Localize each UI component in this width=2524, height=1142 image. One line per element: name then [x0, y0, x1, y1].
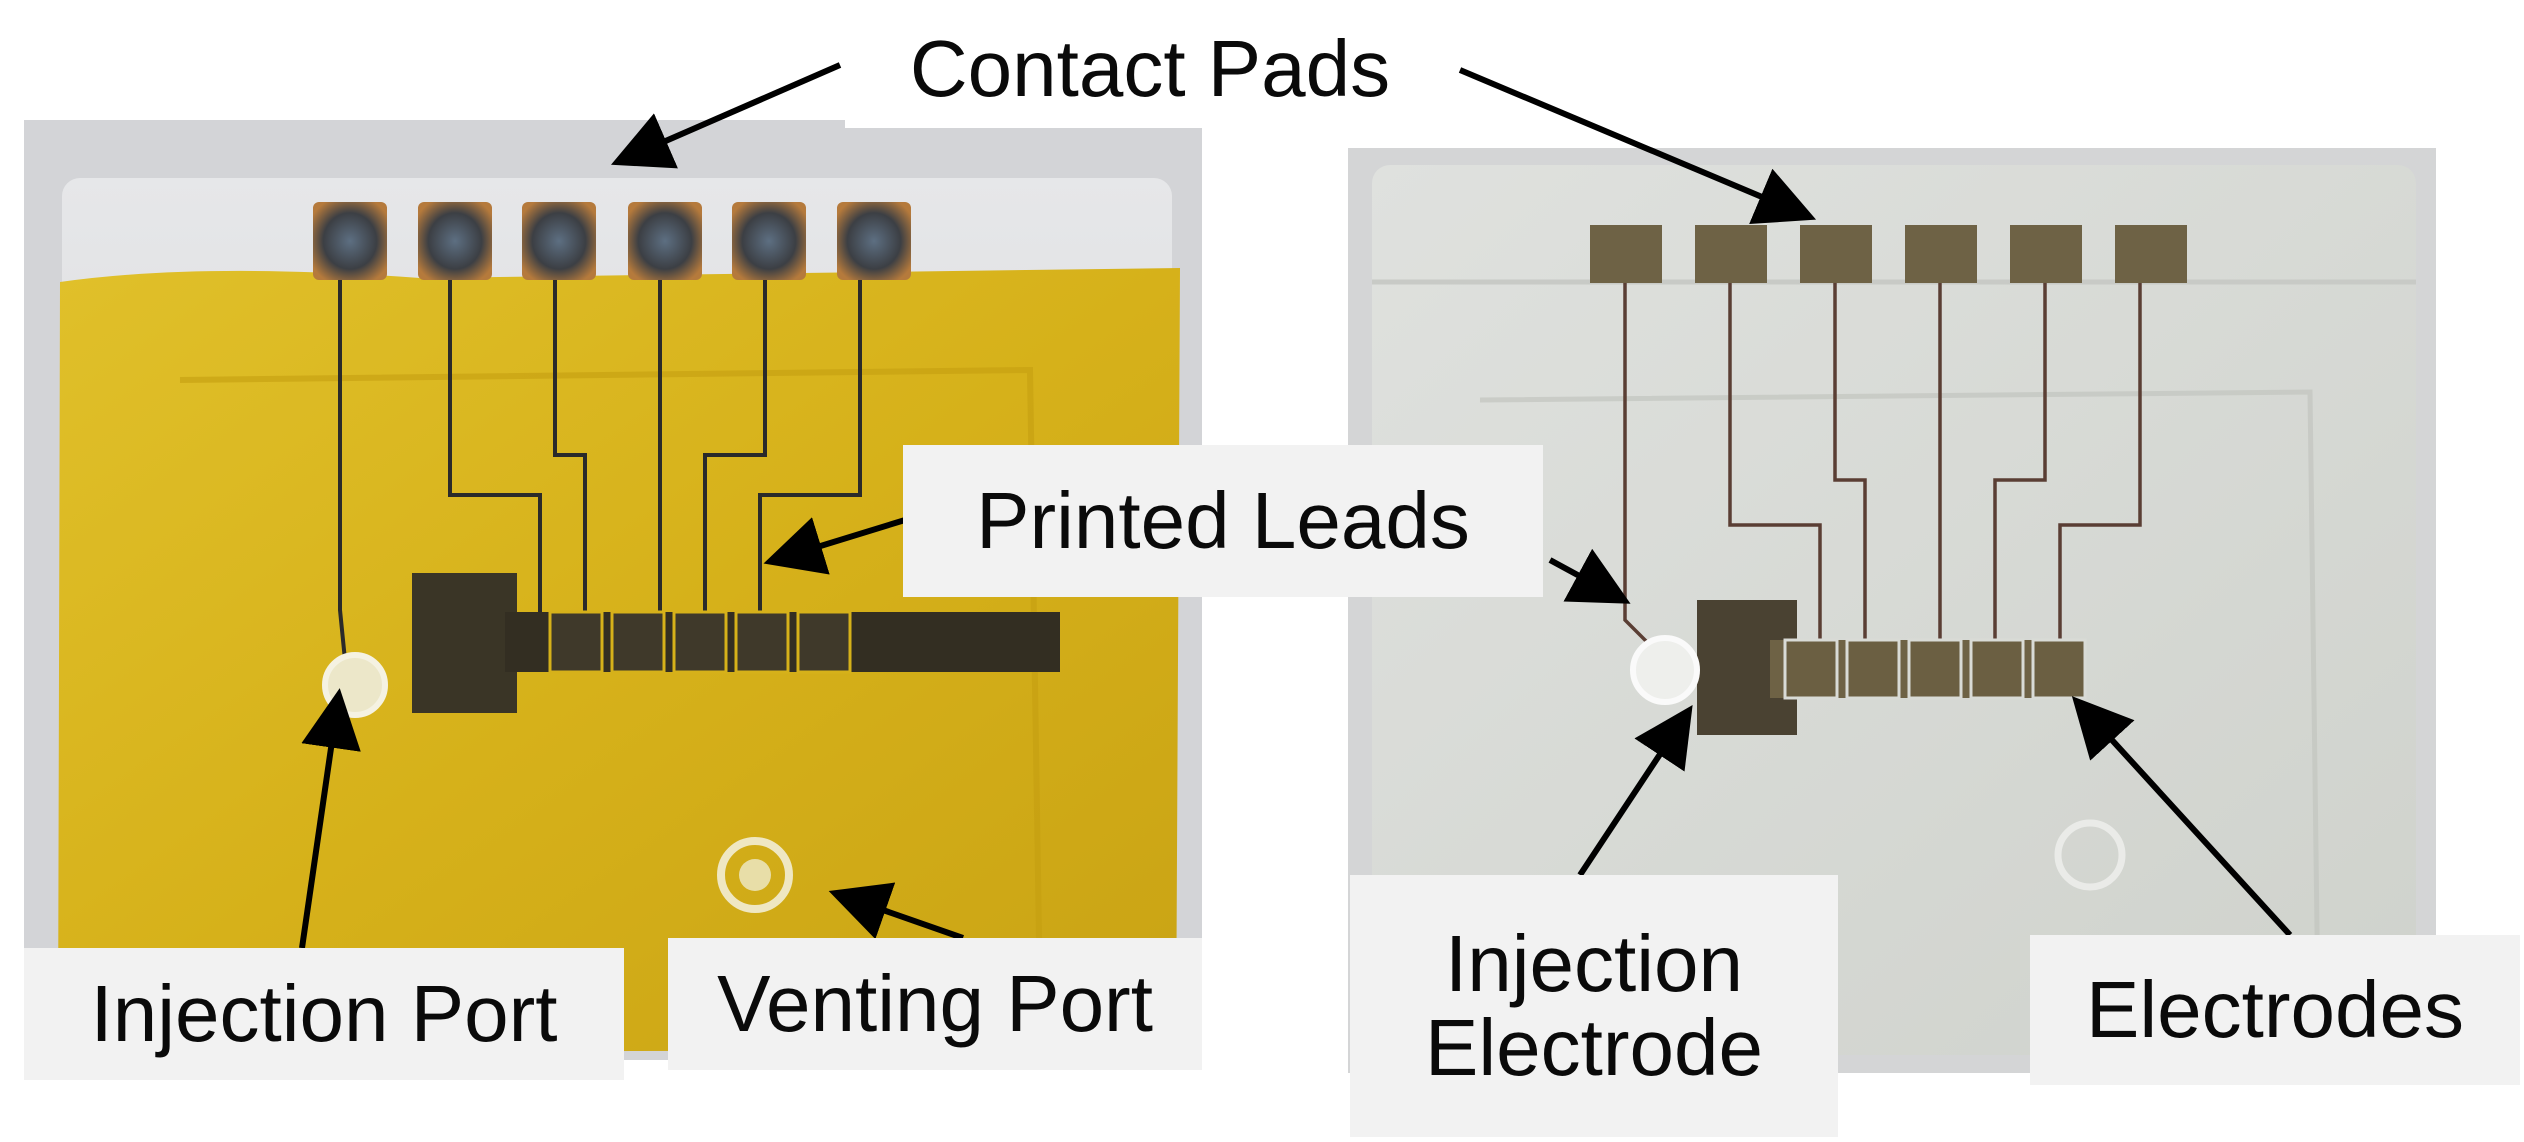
right-glass-substrate [1372, 165, 2416, 1055]
annotation-arrows [299, 62, 2293, 949]
right-contact-pad [2115, 225, 2187, 283]
label-injection-port: Injection Port [24, 948, 624, 1080]
arrow-electrodes [2071, 696, 2293, 938]
arrow-contact-pads-right [1458, 67, 1817, 225]
left-contact-pad [313, 202, 387, 280]
right-injection-port [1630, 635, 1700, 705]
left-injection-port [322, 652, 388, 718]
left-venting-port [717, 837, 793, 913]
right-electrode [1969, 638, 2025, 700]
left-lead [448, 280, 542, 612]
right-contact-pad [1695, 225, 1767, 283]
right-contact-pad [1905, 225, 1977, 283]
left-injection-electrode [412, 573, 517, 713]
left-contact-pad [418, 202, 492, 280]
arrow-venting-port [828, 882, 964, 941]
label-injection-port-text: Injection Port [90, 969, 558, 1058]
arrow-printed-leads-left [763, 517, 906, 575]
right-film-channel-edge [1479, 389, 2321, 1006]
right-contact-pad [2010, 225, 2082, 283]
right-lead [1728, 283, 1822, 640]
left-electrode [548, 610, 604, 674]
left-lead [703, 280, 767, 612]
left-printed-leads [338, 280, 862, 661]
label-electrodes-text: Electrodes [2086, 965, 2464, 1054]
right-device-photo [1348, 148, 2436, 1073]
right-venting-port [2054, 819, 2126, 891]
arrow-injection-port [299, 688, 361, 949]
arrow-injection-electrode [1577, 704, 1693, 877]
label-injection-electrode-line2: Electrode [1425, 1003, 1763, 1092]
left-contact-pad [732, 202, 806, 280]
right-electrode [1907, 638, 1963, 700]
arrow-printed-leads-right [1548, 548, 1631, 604]
left-contact-pad [522, 202, 596, 280]
arrow-contact-pads-left [610, 62, 842, 169]
left-electrode [796, 610, 852, 674]
right-electrode [1845, 638, 1901, 700]
right-lead [1993, 283, 2047, 640]
left-device-photo [24, 120, 1202, 1060]
right-contact-pad [1590, 225, 1662, 283]
left-contact-pads [313, 202, 911, 280]
label-injection-electrode-line1: Injection [1445, 919, 1743, 1008]
label-printed-leads-text: Printed Leads [976, 476, 1470, 565]
left-lead [338, 280, 347, 661]
left-venting-port-center [739, 859, 771, 891]
left-contact-pad [628, 202, 702, 280]
left-electrodes [412, 573, 1060, 713]
left-film-channel-edge [179, 366, 1043, 1001]
label-venting-port: Venting Port [668, 938, 1202, 1070]
right-contact-pad [1800, 225, 1872, 283]
left-lead [553, 280, 587, 612]
label-venting-port-text: Venting Port [717, 959, 1153, 1048]
left-lead [758, 280, 862, 612]
left-electrode [610, 610, 666, 674]
label-printed-leads: Printed Leads [903, 445, 1543, 597]
label-contact-pads: Contact Pads [845, 10, 1455, 128]
left-electrode [672, 610, 728, 674]
right-electrodes [1697, 600, 2087, 735]
right-electrode [2031, 638, 2087, 700]
right-electrode [1783, 638, 1839, 700]
right-contact-pads [1590, 225, 2187, 283]
left-contact-pad [837, 202, 911, 280]
label-contact-pads-text: Contact Pads [909, 24, 1391, 113]
right-lead [2058, 283, 2142, 640]
label-electrodes: Electrodes [2030, 935, 2520, 1085]
left-electrode [734, 610, 790, 674]
right-lead [1833, 283, 1867, 640]
label-injection-electrode: Injection Electrode [1350, 875, 1838, 1137]
